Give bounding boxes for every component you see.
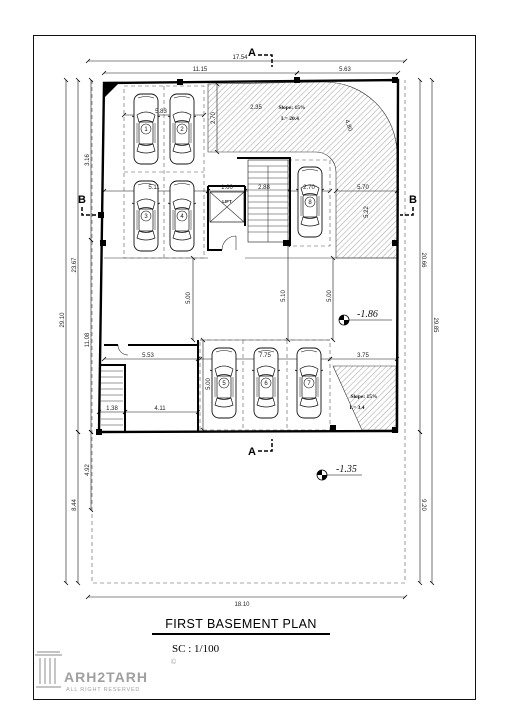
- copyright-mark: ©: [171, 658, 177, 666]
- lower-ramp-slope: Slope: 15%: [350, 394, 377, 400]
- parking-space-3: 3: [132, 180, 160, 252]
- space-number: 4: [180, 214, 184, 220]
- dim-aisle-middle: 5.10: [281, 290, 287, 302]
- dim-left-middle: 11.08: [85, 332, 91, 347]
- arh2tarh-logo: ARH2TARH ALL RIGHT RESERVED ©: [35, 651, 177, 693]
- dim-left-lower: 4.92: [85, 464, 91, 476]
- section-label: A: [248, 47, 256, 59]
- space-number: 2: [180, 127, 184, 133]
- section-b-left: B: [78, 194, 97, 216]
- drawing-title: FIRST BASEMENT PLAN: [165, 617, 317, 631]
- space-number: 7: [307, 381, 311, 387]
- parking-space-8: 8: [296, 166, 324, 238]
- parking-space-5: 5: [210, 347, 238, 419]
- dimension-lines: [63, 58, 435, 600]
- space-number: 6: [264, 381, 268, 387]
- space-number-badge: [260, 377, 272, 389]
- level-marker-entrance: -1.35: [316, 464, 362, 481]
- section-a-bottom: A: [248, 439, 273, 458]
- dim-stalls-1-2-width: 5.83: [155, 109, 167, 115]
- dim-lower-ramp-width: 3.75: [357, 353, 369, 359]
- sheet-border: [33, 35, 476, 700]
- logo-name: ARH2TARH: [64, 669, 148, 685]
- dim-aisle-left: 5.00: [186, 292, 192, 304]
- space-number: 3: [144, 214, 148, 220]
- space-number-badge: [140, 210, 152, 222]
- section-b-right: B: [400, 194, 417, 216]
- parking-space-4: 4: [168, 180, 196, 252]
- dim-stalls-5-7-width: 7.75: [259, 353, 271, 359]
- corner-fill: [105, 84, 118, 97]
- upper-ramp-length: L= 20.4: [281, 116, 299, 122]
- dim-stall-8-width: 2.70: [303, 185, 315, 191]
- dim-stalls-5-7-depth: 5.00: [206, 378, 212, 390]
- space-number: 1: [144, 127, 148, 133]
- dim-aisle-right: 5.00: [327, 290, 333, 302]
- space-number: 8: [308, 200, 312, 206]
- dim-right-lot-remainder: 9.20: [420, 499, 426, 511]
- space-number-badge: [140, 123, 152, 135]
- lower-left-rooms: [99, 340, 199, 432]
- aisle-lines: [104, 257, 397, 341]
- dim-ramp-upper-depth: 2.70: [211, 112, 217, 124]
- parking-space-6: 6: [252, 347, 280, 419]
- section-a-top: A: [248, 47, 273, 67]
- dim-lower-room-width: 4.11: [154, 406, 166, 412]
- drawing-scale: SC : 1/100: [172, 643, 220, 655]
- space-number-badge: [176, 210, 188, 222]
- space-number-badge: [176, 123, 188, 135]
- dim-overall-width-top: 17.54: [232, 55, 248, 61]
- parking-space-7: 7: [295, 347, 323, 419]
- lift-label: LIFT: [222, 199, 232, 204]
- dim-stair-room-width: 1.38: [106, 406, 118, 412]
- level-value: -1.35: [336, 464, 357, 475]
- dim-left-total: 29.10: [60, 312, 66, 328]
- dim-ramp-side-width: 5.70: [357, 185, 369, 191]
- section-label: B: [78, 194, 86, 206]
- dim-ramp-curve: 4.80: [343, 119, 353, 133]
- parking-space-1: 1: [132, 93, 160, 165]
- dim-right-building: 20.66: [420, 252, 426, 268]
- dim-left-building: 23.67: [72, 257, 78, 273]
- dim-lift-width: 1.60: [221, 185, 233, 191]
- section-label: A: [248, 446, 256, 458]
- lower-ramp-length: L= 3.4: [349, 405, 364, 411]
- dim-ramp-side-depth: 5.22: [364, 206, 370, 218]
- dim-overall-width-bottom: 18.10: [234, 602, 250, 608]
- structural-columns: [96, 77, 398, 435]
- dim-stalls-3-4-width: 5.11: [148, 185, 160, 191]
- upper-ramp-slope: Slope: 15%: [278, 105, 305, 111]
- level-value: -1.86: [357, 309, 378, 320]
- section-label: B: [409, 194, 417, 206]
- dim-left-lot-remainder: 8.44: [72, 499, 78, 511]
- dim-stair-width: 2.88: [258, 185, 270, 191]
- parking-space-2: 2: [168, 93, 196, 165]
- lot-boundary: [91, 80, 406, 584]
- dim-top-right: 5.63: [339, 67, 351, 73]
- space-number-badge: [218, 377, 230, 389]
- dim-ramp-upper-width: 2.35: [250, 105, 262, 111]
- space-number: 5: [222, 381, 226, 387]
- space-number-badge: [303, 377, 315, 389]
- dim-lower-left-width: 5.53: [142, 353, 154, 359]
- column-icon: [35, 651, 62, 688]
- dimension-labels: 17.54 11.15 5.63 18.10 29.10 23.67 8.44 …: [60, 55, 438, 608]
- dim-top-left: 11.15: [193, 67, 208, 73]
- dim-left-top-offset: 3.16: [85, 154, 91, 166]
- dim-right-total: 29.85: [432, 317, 438, 333]
- stair-lift-core: [207, 157, 291, 251]
- space-number-badge: [304, 196, 316, 208]
- level-marker-basement: -1.86: [338, 309, 392, 326]
- logo-tagline: ALL RIGHT RESERVED: [66, 687, 140, 693]
- parking-stalls: [123, 85, 331, 431]
